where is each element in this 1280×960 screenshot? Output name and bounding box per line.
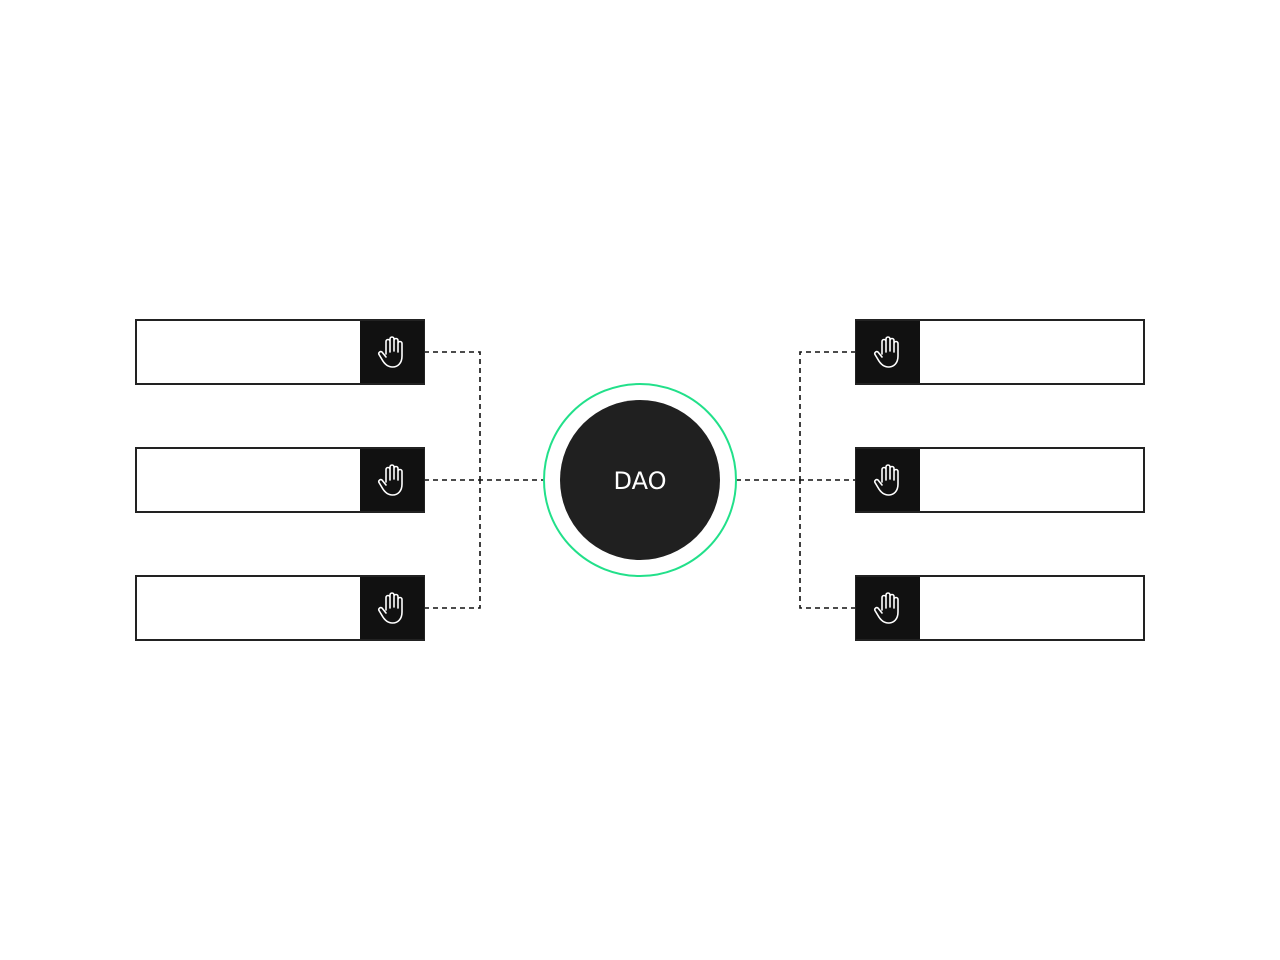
- icon-tile: [856, 321, 920, 383]
- icon-tile: [360, 577, 424, 639]
- connector-left-top: [424, 351, 481, 480]
- participant-box-left-1: [135, 319, 425, 385]
- dao-node: DAO: [543, 383, 737, 577]
- participant-box-left-3: [135, 575, 425, 641]
- participant-box-right-2: [855, 447, 1145, 513]
- icon-tile: [856, 577, 920, 639]
- connector-right-top: [799, 351, 856, 480]
- icon-tile: [360, 449, 424, 511]
- participant-box-right-1: [855, 319, 1145, 385]
- connector-right-bottom: [799, 480, 856, 609]
- participant-box-left-2: [135, 447, 425, 513]
- connector-left-bottom: [424, 480, 481, 609]
- participant-box-right-3: [855, 575, 1145, 641]
- connector-lines: [424, 351, 856, 609]
- icon-tile: [360, 321, 424, 383]
- dao-core: [560, 400, 720, 560]
- dao-label: DAO: [614, 467, 667, 495]
- icon-tile: [856, 449, 920, 511]
